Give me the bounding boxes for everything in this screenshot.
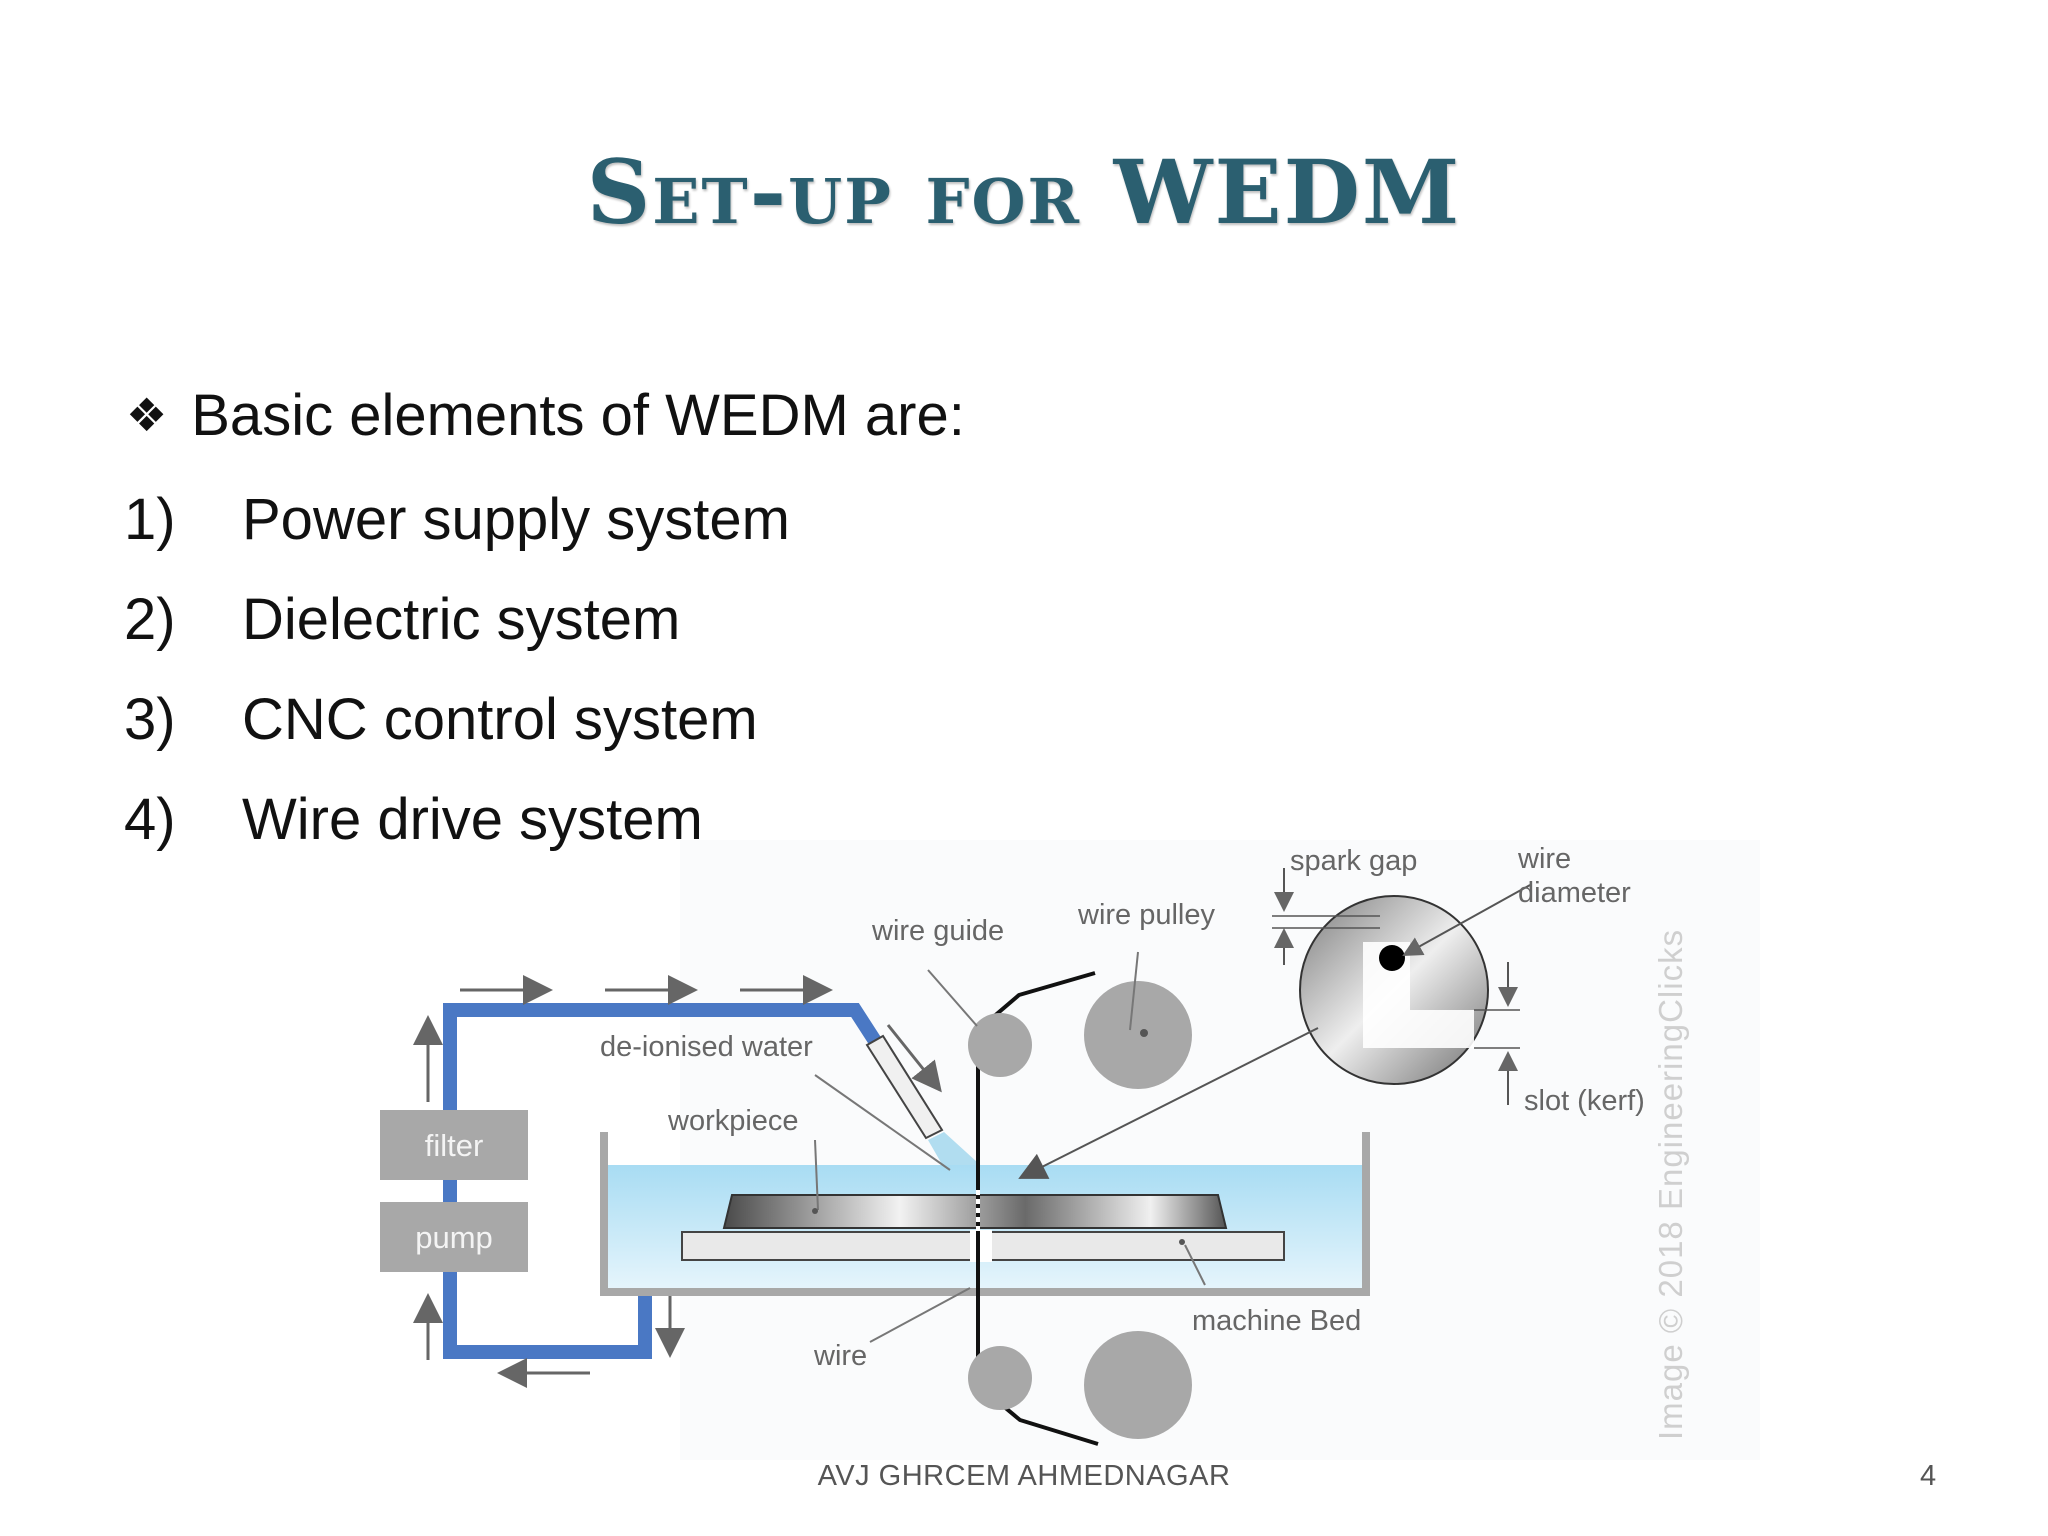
pump-label: pump bbox=[415, 1220, 493, 1255]
list-item: 4) Wire drive system bbox=[124, 770, 790, 870]
pointer-line bbox=[814, 1139, 819, 1211]
pointer-line bbox=[1018, 1027, 1319, 1179]
slot-kerf-label: slot (kerf) bbox=[1524, 1085, 1645, 1117]
wire-diameter-label-line1: wire bbox=[1517, 843, 1571, 875]
pointer-line bbox=[1129, 951, 1139, 1031]
wire-cross-section bbox=[1379, 945, 1405, 971]
pointer-dot bbox=[1179, 1239, 1185, 1245]
list-number: 3) bbox=[124, 687, 176, 752]
slide-title: Set-up for WEDM bbox=[586, 140, 1462, 244]
intro-line: ❖ Basic elements of WEDM are: bbox=[126, 380, 965, 451]
filter-box bbox=[380, 1110, 528, 1180]
pulley-center bbox=[1140, 1029, 1148, 1037]
bed-slot bbox=[970, 1230, 992, 1262]
list-number: 1) bbox=[124, 487, 176, 552]
wire-label: wire bbox=[813, 1340, 867, 1372]
lower-wire-guide bbox=[968, 1346, 1032, 1410]
footer-text: AVJ GHRCEM AHMEDNAGAR bbox=[817, 1460, 1231, 1492]
wire-guide-label: wire guide bbox=[871, 915, 1004, 947]
deionised-water-label: de-ionised water bbox=[600, 1031, 813, 1063]
list-item: 3) CNC control system bbox=[124, 670, 790, 770]
wedm-setup-diagram: filter pump spark gap w bbox=[380, 840, 1760, 1460]
dielectric-tank bbox=[600, 1132, 1370, 1296]
list-item: 1) Power supply system bbox=[124, 470, 790, 570]
dielectric-return-pipe bbox=[443, 1260, 652, 1359]
watermark-text: Image © 2018 EngineeringClicks bbox=[1652, 929, 1689, 1440]
upper-wire-guide bbox=[968, 1013, 1032, 1077]
machine-bed-label: machine Bed bbox=[1192, 1305, 1361, 1337]
flow-arrow bbox=[886, 1024, 942, 1093]
list-number: 2) bbox=[124, 587, 176, 652]
filter-label: filter bbox=[425, 1128, 484, 1163]
pointer-line bbox=[869, 1287, 971, 1343]
list-text: Power supply system bbox=[242, 487, 790, 552]
pointer-line bbox=[927, 969, 978, 1027]
pointer-dot bbox=[812, 1208, 818, 1214]
list-number: 4) bbox=[124, 787, 176, 852]
nozzle bbox=[865, 1034, 944, 1140]
workpiece bbox=[722, 1194, 1228, 1229]
diagram-backdrop bbox=[680, 840, 1760, 1460]
pointer-line bbox=[1402, 884, 1531, 956]
spark-gap-label: spark gap bbox=[1290, 845, 1417, 877]
workpiece-label: workpiece bbox=[667, 1105, 799, 1137]
intro-text: Basic elements of WEDM are: bbox=[191, 383, 965, 448]
pointer-line bbox=[814, 1074, 951, 1171]
lower-wire-pulley bbox=[1084, 1331, 1192, 1439]
pump-box bbox=[380, 1202, 528, 1272]
upper-wire-pulley bbox=[1084, 981, 1192, 1089]
list-text: CNC control system bbox=[242, 687, 758, 752]
page-number: 4 bbox=[1920, 1460, 1937, 1492]
elements-list: 1) Power supply system 2) Dielectric syste… bbox=[124, 470, 790, 870]
wire-pulley-label: wire pulley bbox=[1077, 899, 1215, 931]
diamond-cluster-icon: ❖ bbox=[126, 389, 168, 441]
list-item: 2) Dielectric system bbox=[124, 570, 790, 670]
wire-diameter-label-line2: diameter bbox=[1518, 877, 1631, 909]
pointer-line bbox=[1184, 1244, 1206, 1286]
list-text: Dielectric system bbox=[242, 587, 681, 652]
list-text: Wire drive system bbox=[242, 787, 703, 852]
